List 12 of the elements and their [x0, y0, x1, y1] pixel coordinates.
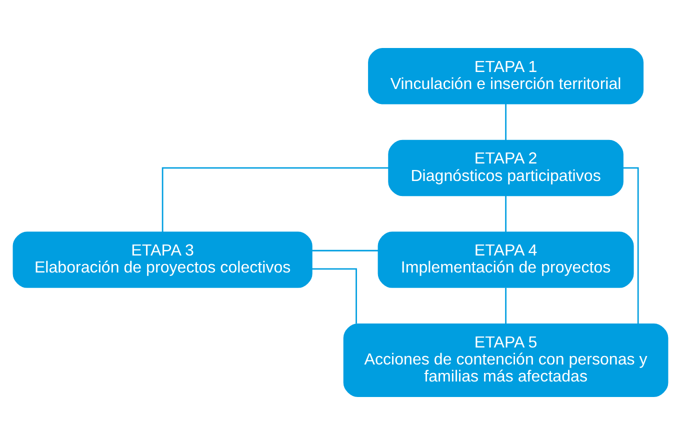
node-box: ETAPA 2 Diagnósticos participativos [388, 139, 624, 196]
connector [622, 166, 639, 324]
node-box: ETAPA 4 Implementación de proyectos [378, 231, 634, 288]
node-box: ETAPA 1 Vinculación e inserción territorial [368, 48, 644, 104]
connector [505, 287, 506, 324]
connector [505, 103, 506, 140]
connector [312, 268, 357, 324]
connector [162, 166, 389, 232]
connector [312, 249, 378, 251]
node-box: ETAPA 3 Elaboración de proyectos colectivos [12, 231, 312, 288]
node-box: ETAPA 5 Acciones de contención con personas y familias más afectadas [343, 323, 668, 396]
connector [505, 195, 506, 232]
